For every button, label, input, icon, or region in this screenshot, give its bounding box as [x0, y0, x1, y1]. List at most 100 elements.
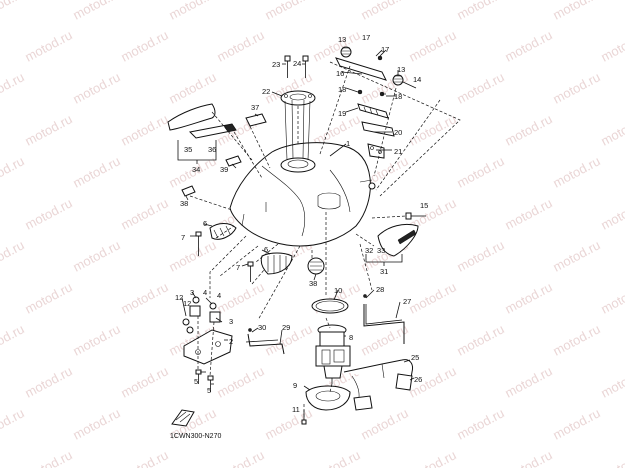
watermark-text: motod.ru: [406, 279, 458, 316]
watermark-text: motod.ru: [118, 363, 170, 400]
watermark-text: motod.ru: [454, 405, 506, 442]
watermark-text: motod.ru: [70, 321, 122, 358]
cap-bolts: [284, 55, 309, 78]
small-clip: [171, 409, 195, 427]
fuel-tank: [229, 142, 376, 247]
callout-21: 21: [394, 147, 402, 156]
watermark-text: motod.ru: [550, 0, 602, 23]
watermark-text: motod.ru: [262, 405, 314, 442]
watermark-text: motod.ru: [70, 153, 122, 190]
callout-13: 13: [338, 35, 346, 44]
callout-38b: 38: [309, 279, 317, 288]
side-cover-right: [377, 223, 419, 257]
callout-18: 18: [338, 85, 346, 94]
watermark-text: motod.ru: [22, 27, 74, 64]
filter-38: [307, 257, 325, 275]
callout-39: 39: [220, 165, 228, 174]
watermark-text: motod.ru: [598, 111, 625, 148]
callout-35: 35: [184, 145, 192, 154]
leader-lines: [177, 49, 461, 418]
watermark-text: motod.ru: [118, 447, 170, 468]
watermark-text: motod.ru: [550, 153, 602, 190]
callout-37: 37: [251, 103, 259, 112]
watermark-text: motod.ru: [454, 153, 506, 190]
watermark-text: motod.ru: [0, 321, 27, 358]
watermark-text: motod.ru: [70, 405, 122, 442]
bolt-15: [405, 212, 426, 220]
watermark-text: motod.ru: [502, 279, 554, 316]
watermark-text: motod.ru: [502, 195, 554, 232]
watermark-text: motod.ru: [0, 405, 27, 442]
callout-5b: 5: [207, 386, 211, 395]
callout-7b: 7: [236, 263, 240, 272]
callout-36: 36: [208, 145, 216, 154]
tank-mount-bracket: [182, 296, 233, 392]
callout-34: 34: [192, 165, 200, 174]
watermark-text: motod.ru: [0, 69, 27, 106]
callout-6b: 6: [264, 245, 268, 254]
callout-28: 28: [376, 285, 384, 294]
callout-11: 11: [292, 405, 300, 414]
watermark-text: motod.ru: [214, 27, 266, 64]
watermark-text: motod.ru: [166, 69, 218, 106]
callout-13b: 13: [397, 65, 405, 74]
callout-4b: 4: [217, 291, 221, 300]
callout-9: 9: [293, 381, 297, 390]
watermark-text: motod.ru: [598, 27, 625, 64]
callout-2: 2: [229, 337, 233, 346]
watermark-text: motod.ru: [502, 363, 554, 400]
callout-25: 25: [411, 353, 419, 362]
watermark-text: motod.ru: [550, 69, 602, 106]
callout-20: 20: [394, 128, 402, 137]
watermark-text: motod.ru: [22, 363, 74, 400]
pump-mount-plate: [301, 385, 351, 425]
watermark-text: motod.ru: [502, 447, 554, 468]
callout-14: 14: [413, 75, 421, 84]
watermark-text: motod.ru: [550, 405, 602, 442]
callout-22: 22: [262, 87, 270, 96]
watermark-text: motod.ru: [454, 69, 506, 106]
watermark-text: motod.ru: [118, 27, 170, 64]
callout-labels: 1 2 3 3 4 4 5 5 6 6 7 7 8 9 10 11 12 12 …: [175, 33, 428, 414]
callout-19: 19: [338, 109, 346, 118]
callout-32: 32: [365, 246, 373, 255]
callout-33: 33: [377, 246, 385, 255]
watermark-text: motod.ru: [406, 27, 458, 64]
callout-1: 1: [346, 139, 350, 148]
watermark-text: motod.ru: [598, 195, 625, 232]
watermark-text: motod.ru: [166, 0, 218, 23]
callout-18b: 18: [394, 92, 402, 101]
callout-3: 3: [190, 288, 194, 297]
watermark-text: motod.ru: [118, 195, 170, 232]
watermark-text: motod.ru: [358, 69, 410, 106]
callout-10: 10: [334, 286, 342, 295]
watermark-text: motod.ru: [310, 447, 362, 468]
watermark-text: motod.ru: [214, 447, 266, 468]
callout-4: 4: [203, 288, 207, 297]
gasket-10: [311, 298, 349, 314]
callout-3b: 3: [229, 317, 233, 326]
watermark-text: motod.ru: [598, 279, 625, 316]
watermark-text: motod.ru: [598, 447, 625, 468]
drain-hoses: [245, 294, 405, 355]
side-cover-left: [167, 103, 237, 139]
watermark-text: motod.ru: [214, 363, 266, 400]
callout-15: 15: [420, 201, 428, 210]
watermark-text: motod.ru: [166, 237, 218, 274]
watermark-text: motod.ru: [70, 237, 122, 274]
watermark-text: motod.ru: [358, 0, 410, 23]
watermark-text: motod.ru: [22, 195, 74, 232]
callout-27: 27: [403, 297, 411, 306]
watermark-text: motod.ru: [502, 111, 554, 148]
callout-6: 6: [203, 219, 207, 228]
watermark-text: motod.ru: [0, 153, 27, 190]
watermark-text: motod.ru: [406, 447, 458, 468]
watermark-text: motod.ru: [118, 111, 170, 148]
watermark-text: motod.ru: [358, 321, 410, 358]
filler-cap-assembly: [280, 90, 316, 161]
watermark-text: motod.ru: [550, 237, 602, 274]
watermark-text: motod.ru: [454, 0, 506, 23]
watermark-text: motod.ru: [454, 237, 506, 274]
watermark-text: motod.ru: [454, 321, 506, 358]
callout-8: 8: [349, 333, 353, 342]
